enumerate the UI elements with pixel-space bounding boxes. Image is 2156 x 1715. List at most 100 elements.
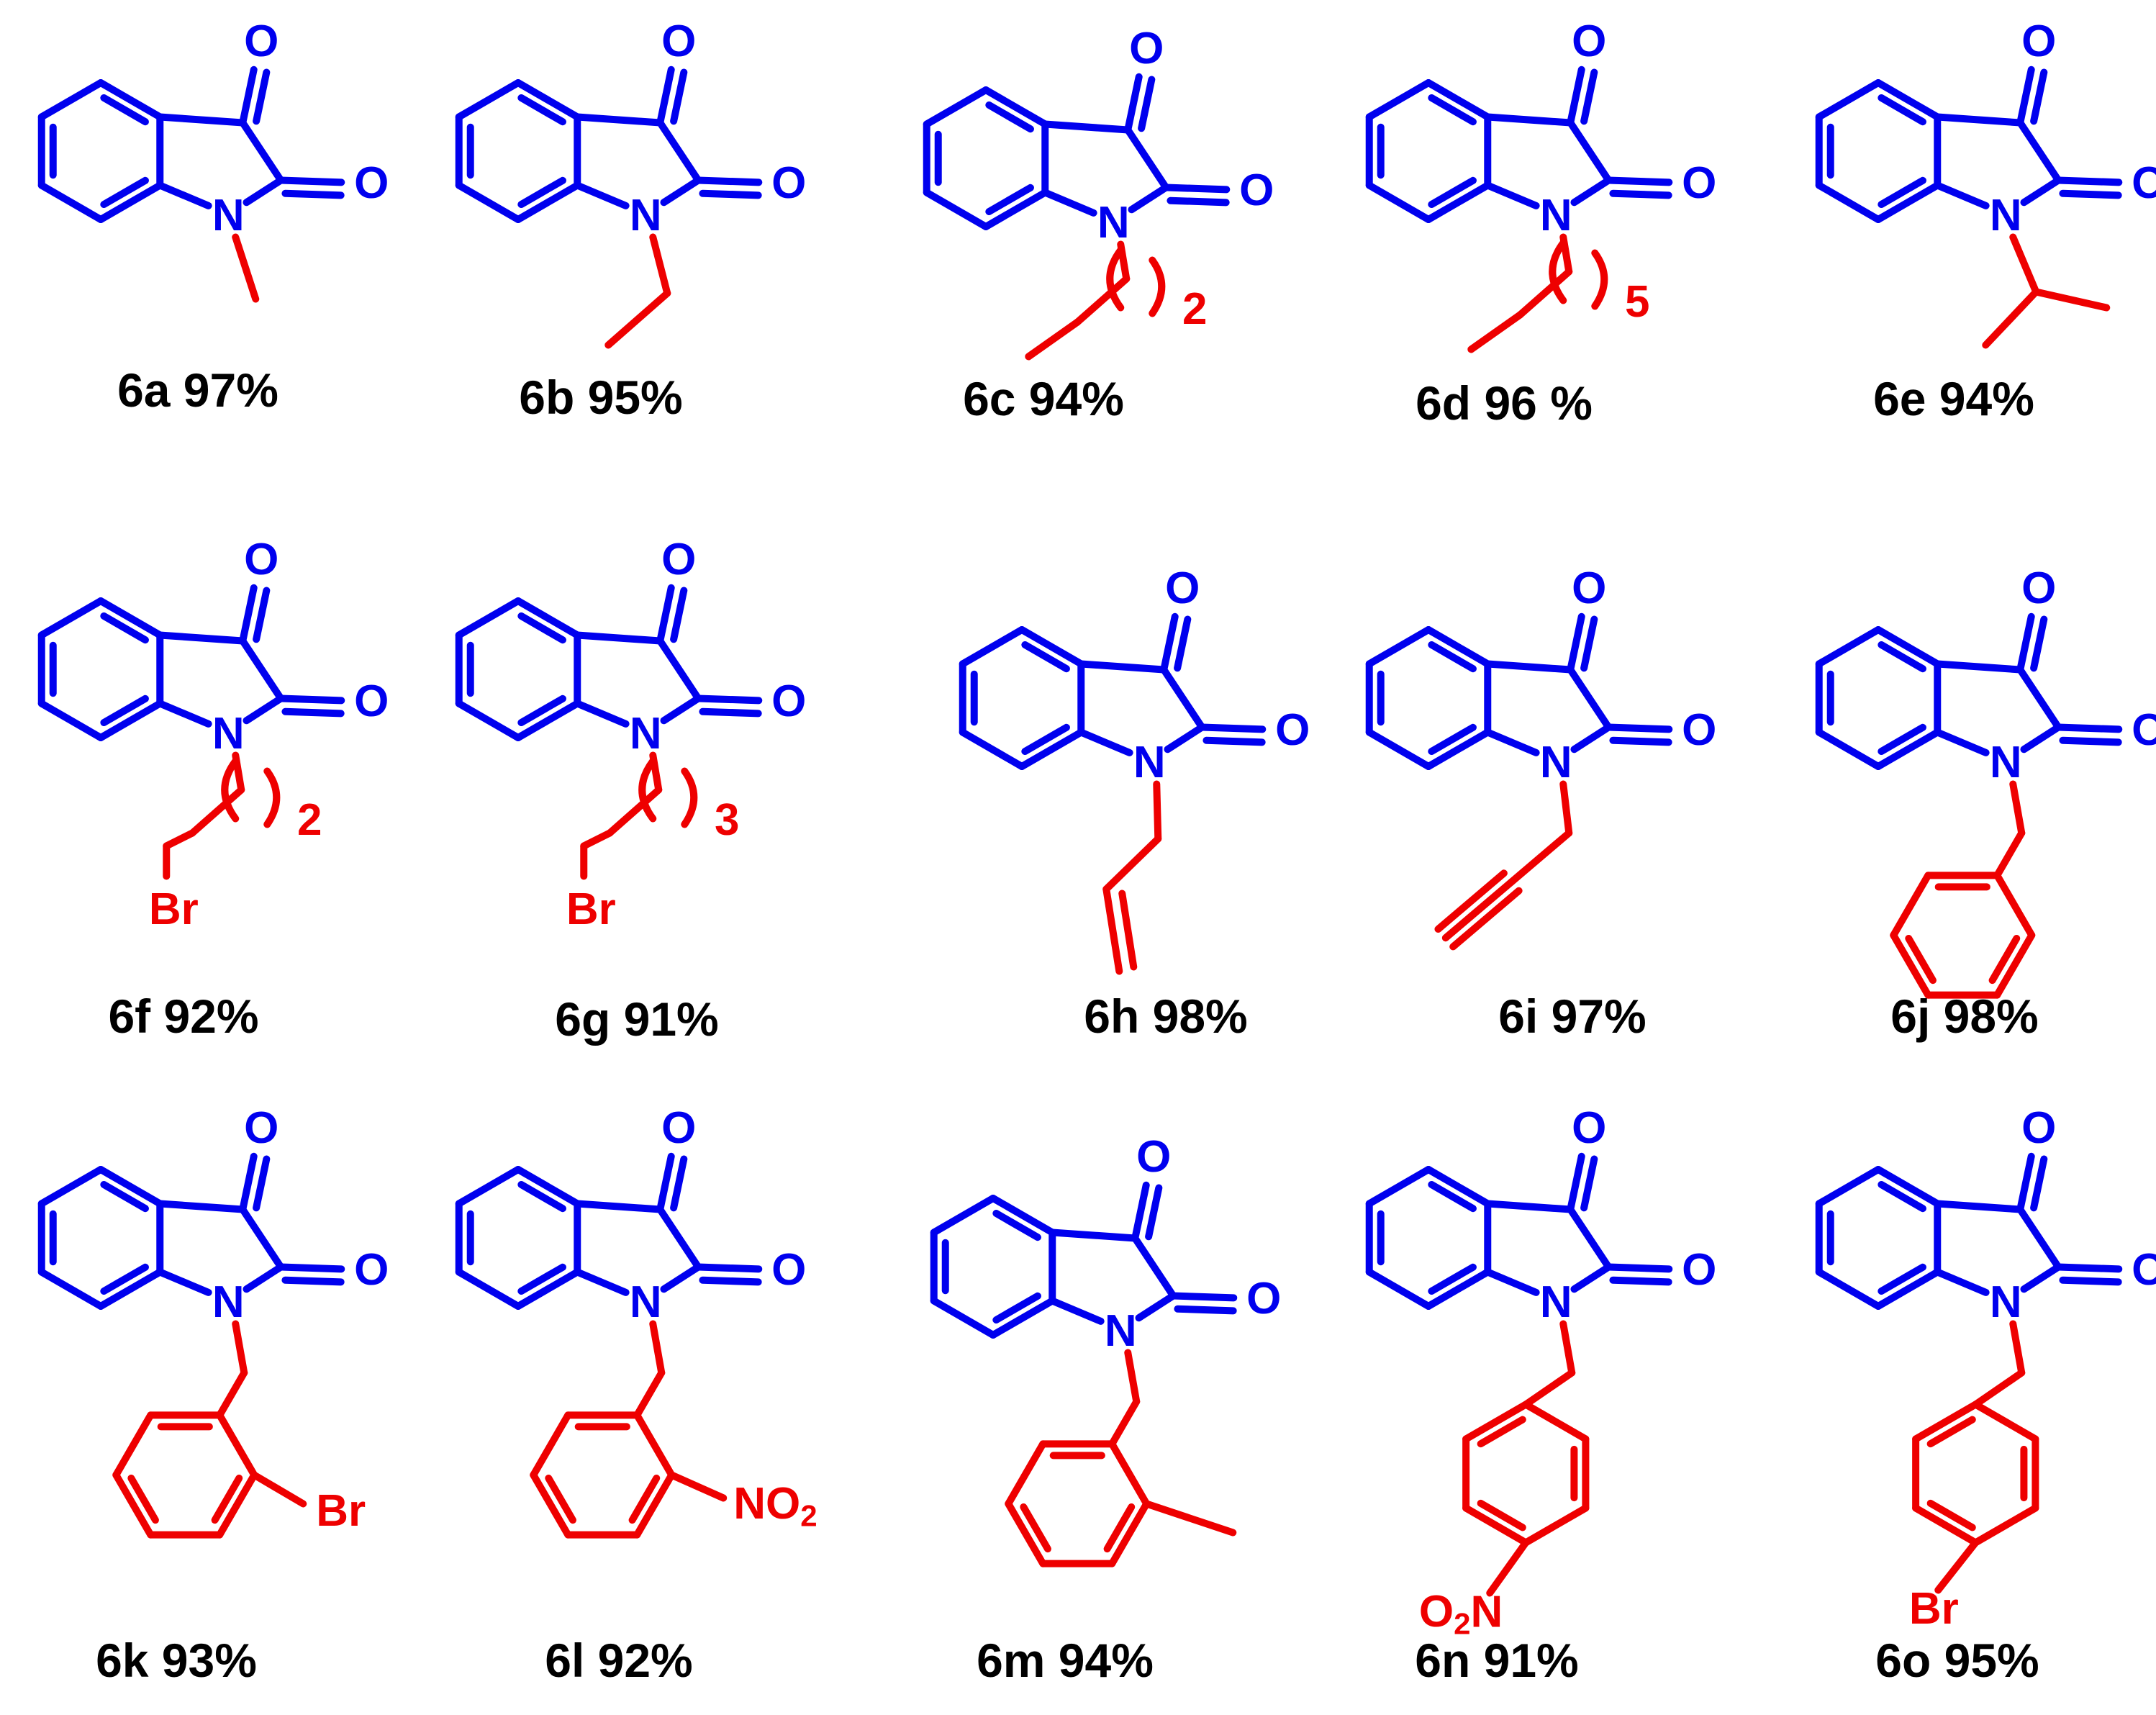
bond <box>2016 1152 2035 1213</box>
compound-label: 6f 92% <box>108 990 258 1043</box>
ring-bond <box>97 181 164 223</box>
double-bond-inner <box>100 694 149 727</box>
oxygen-atom: O <box>354 1245 389 1295</box>
double-bond-inner <box>1202 736 1266 746</box>
ring-bond <box>1993 931 2036 999</box>
double-bond-inner <box>253 587 271 643</box>
bond <box>277 1263 345 1273</box>
oxygen-atom: O <box>2132 705 2156 755</box>
ring-bond <box>1108 1500 1151 1567</box>
bond <box>243 694 285 725</box>
bond <box>1484 728 1540 756</box>
bond <box>156 1268 212 1296</box>
compound-label: 6n 91% <box>1415 1634 1578 1687</box>
double-bond-inner <box>1021 723 1070 756</box>
double-bond-inner <box>1020 1503 1051 1553</box>
ring-bond <box>1005 1500 1047 1567</box>
repeat-bracket-right <box>1149 256 1166 317</box>
double-bond-inner <box>1145 1184 1163 1241</box>
double-bond-inner <box>1428 94 1477 126</box>
bond <box>2009 233 2040 296</box>
ring-bond <box>37 181 104 223</box>
ring-bond <box>1522 1504 1590 1547</box>
ring-bond <box>216 1471 258 1539</box>
ring-bond <box>1875 728 1942 770</box>
nitrogen-atom: N <box>1097 198 1130 248</box>
double-bond-inner <box>127 1474 159 1524</box>
bond <box>189 786 245 837</box>
bond <box>574 631 664 645</box>
ring-bond <box>923 86 989 128</box>
repeat-bracket-right <box>263 767 281 828</box>
repeat-bracket-left <box>1549 239 1567 304</box>
nitrogen-atom: N <box>212 709 245 759</box>
bond <box>277 694 345 705</box>
bond <box>1131 1234 1177 1300</box>
double-bond-inner <box>992 1292 1041 1324</box>
ring-bond <box>1815 1166 1882 1208</box>
oxygen-atom: O <box>2132 1245 2156 1295</box>
bromine-atom: Br <box>1909 1584 1959 1634</box>
double-bond-inner <box>100 94 149 126</box>
bond <box>2032 288 2111 312</box>
double-bond-inner <box>1926 1416 1976 1448</box>
double-bond-inner <box>253 1155 271 1212</box>
ring-bond <box>530 1411 572 1479</box>
ring-bond <box>1875 1166 1942 1208</box>
bond <box>243 176 285 207</box>
ring-bond <box>455 700 522 741</box>
bond <box>1972 1369 2026 1408</box>
double-bond-inner <box>985 184 1034 216</box>
ring-bond <box>1425 728 1492 770</box>
ring-bond <box>959 728 1025 770</box>
oxygen-atom: O <box>1682 158 1716 208</box>
ring-bond <box>1365 1166 1432 1208</box>
ring-bond <box>633 1471 676 1539</box>
bond <box>1077 660 1168 674</box>
nitrogen-atom: N <box>1990 1277 2022 1327</box>
bond <box>574 1200 664 1213</box>
bond <box>156 1200 247 1213</box>
bond <box>660 694 702 725</box>
bond <box>156 113 247 127</box>
repeat-bracket-left <box>1106 246 1125 312</box>
bond <box>1934 660 2024 674</box>
ring-bond <box>1875 1268 1942 1310</box>
double-bond-inner <box>517 694 566 727</box>
bond <box>606 786 663 837</box>
bond <box>239 584 258 645</box>
double-bond-inner <box>1174 1305 1237 1315</box>
ring-bond <box>1912 1504 1980 1547</box>
double-bond-inner <box>1477 1416 1526 1448</box>
ring-bond <box>455 181 522 223</box>
bond <box>2016 612 2035 674</box>
bond <box>1074 275 1131 326</box>
bond <box>1048 1228 1139 1242</box>
bond <box>2009 780 2026 837</box>
oxygen-atom: O <box>1136 1132 1171 1182</box>
double-bond-inner <box>517 1263 566 1295</box>
ring-bond <box>1365 79 1432 121</box>
bond <box>1605 1263 1673 1273</box>
bond <box>239 637 285 702</box>
oxygen-atom: O <box>354 677 389 726</box>
bond <box>1567 1152 1585 1213</box>
ring-bond <box>97 597 164 639</box>
ring-bond <box>1005 1440 1047 1508</box>
nitrogen-atom: N <box>212 191 245 240</box>
ring-bond <box>1815 181 1882 223</box>
compound-label: 6a 97% <box>117 363 278 417</box>
bond <box>1467 311 1524 353</box>
bond <box>1164 723 1206 754</box>
bond <box>1934 728 1990 756</box>
double-bond-inner <box>545 1474 576 1524</box>
bond <box>1559 780 1573 837</box>
double-bond-inner <box>699 189 762 199</box>
ring-bond <box>515 1166 581 1208</box>
bond <box>649 1320 666 1377</box>
